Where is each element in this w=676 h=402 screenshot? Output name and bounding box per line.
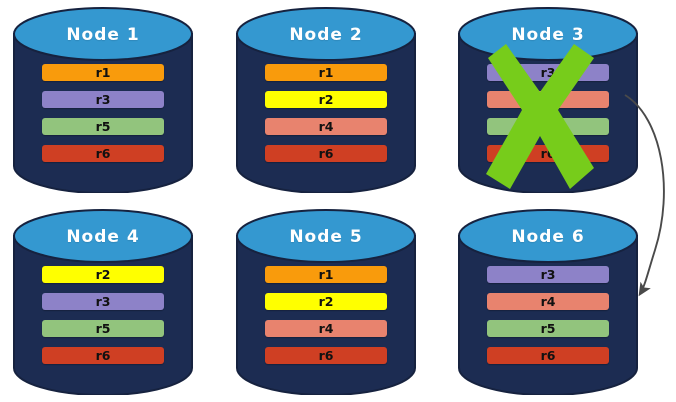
replica-bar[interactable]: r4 [265,118,387,135]
replica-bar[interactable]: r6 [265,145,387,162]
replica-bar[interactable]: r4 [265,320,387,337]
replica-bar[interactable]: r1 [42,64,164,81]
replica-bar[interactable]: r6 [42,145,164,162]
replica-bar[interactable]: r5 [487,320,609,337]
node-1[interactable]: Node 1 r1 r3 r5 r6 [13,7,193,193]
replica-bar[interactable]: r5 [42,118,164,135]
replica-bar[interactable]: r6 [487,145,609,162]
node-5-replica-list: r1 r2 r4 r6 [265,266,387,364]
replica-bar[interactable]: r4 [487,91,609,108]
node-4-replica-list: r2 r3 r5 r6 [42,266,164,364]
replica-bar[interactable]: r6 [42,347,164,364]
node-6[interactable]: Node 6 r3 r4 r5 r6 [458,209,638,395]
replica-bar[interactable]: r2 [42,266,164,283]
node-3-replica-list: r3 r4 r5 r6 [487,64,609,162]
node-6-replica-list: r3 r4 r5 r6 [487,266,609,364]
node-5[interactable]: Node 5 r1 r2 r4 r6 [236,209,416,395]
replica-bar[interactable]: r5 [42,320,164,337]
node-2[interactable]: Node 2 r1 r2 r4 r6 [236,7,416,193]
node-1-replica-list: r1 r3 r5 r6 [42,64,164,162]
node-2-replica-list: r1 r2 r4 r6 [265,64,387,162]
replica-bar[interactable]: r3 [487,266,609,283]
replica-bar[interactable]: r6 [487,347,609,364]
replica-bar[interactable]: r2 [265,293,387,310]
node-3[interactable]: Node 3 r3 r4 r5 r6 [458,7,638,193]
replica-bar[interactable]: r3 [487,64,609,81]
node-4[interactable]: Node 4 r2 r3 r5 r6 [13,209,193,395]
replica-bar[interactable]: r5 [487,118,609,135]
replica-bar[interactable]: r3 [42,293,164,310]
replica-bar[interactable]: r1 [265,266,387,283]
replica-bar[interactable]: r3 [42,91,164,108]
replica-bar[interactable]: r6 [265,347,387,364]
replica-bar[interactable]: r2 [265,91,387,108]
replica-bar[interactable]: r4 [487,293,609,310]
replica-bar[interactable]: r1 [265,64,387,81]
